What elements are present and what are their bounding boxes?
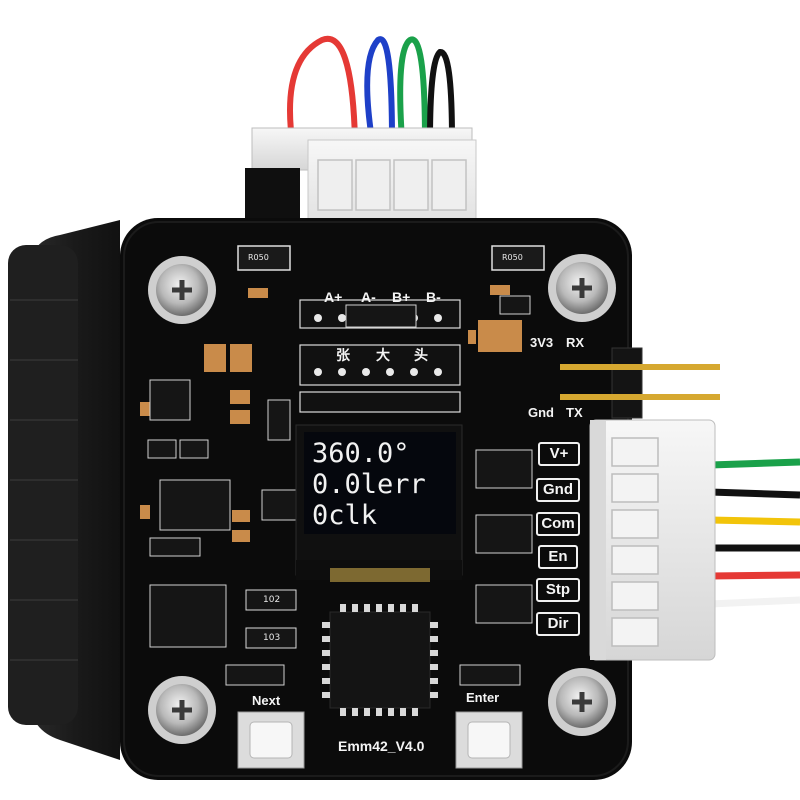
resistor-right-label: R050 xyxy=(502,253,523,262)
motor-side xyxy=(8,245,78,725)
pin-label-stp: Stp xyxy=(536,578,580,602)
pin-label-dir: Dir xyxy=(536,612,580,636)
mcu-chip xyxy=(329,611,431,709)
capacitors xyxy=(140,285,522,542)
silk-da: 大 xyxy=(376,347,390,363)
oled-line-clock: 0clk xyxy=(312,500,378,531)
oled-line-error: 0.0lerr xyxy=(312,469,426,500)
chip-103 xyxy=(245,627,297,649)
motor-label-b-plus: B+ xyxy=(392,289,411,305)
top-wires xyxy=(287,35,455,143)
next-button-label: Next xyxy=(252,693,281,708)
resistor-left-label: R050 xyxy=(248,253,269,262)
oled-line-angle: 360.0° xyxy=(312,438,410,469)
pin-label-gnd: Gnd xyxy=(536,478,580,502)
motor-label-a-plus: A+ xyxy=(324,289,343,305)
screw-top-right xyxy=(548,254,616,322)
board-model-label: Emm42_V4.0 xyxy=(338,738,425,754)
serial-label-rx: RX xyxy=(566,335,585,350)
serial-label-3v3: 3V3 xyxy=(530,335,554,350)
next-button[interactable] xyxy=(237,711,305,769)
resistor-left xyxy=(237,245,291,271)
screw-top-left xyxy=(148,256,216,324)
serial-label-gnd: Gnd xyxy=(528,405,554,420)
oled-display xyxy=(304,432,456,534)
pin-label-vplus: V+ xyxy=(538,442,580,466)
silk-zhang: 张 xyxy=(336,347,350,363)
pin-label-com: Com xyxy=(536,512,580,536)
resistor-right xyxy=(491,245,545,271)
silk-tou: 头 xyxy=(414,347,428,363)
motor-label-a-minus: A- xyxy=(361,289,376,305)
right-wires xyxy=(709,458,800,608)
chip-102 xyxy=(245,589,297,611)
chip-102-label: 102 xyxy=(263,595,281,605)
motor-label-b-minus: B- xyxy=(426,289,441,305)
smd-parts xyxy=(147,295,533,686)
enter-button-label: Enter xyxy=(466,690,500,705)
screw-bottom-right xyxy=(548,668,616,736)
pin-header xyxy=(611,347,643,419)
chip-103-label: 103 xyxy=(263,633,281,643)
motor-ribs xyxy=(10,299,78,661)
pin-label-en: En xyxy=(538,545,578,569)
screw-bottom-left xyxy=(148,676,216,744)
serial-label-tx: TX xyxy=(566,405,583,420)
enter-button[interactable] xyxy=(455,711,523,769)
